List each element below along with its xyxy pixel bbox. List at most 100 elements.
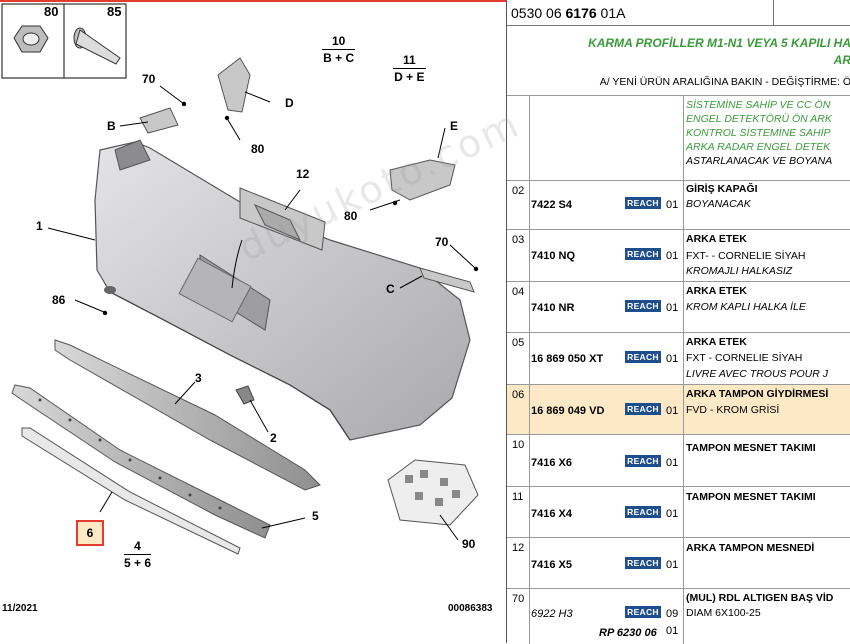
part-number[interactable]: 7422 S4 xyxy=(531,199,572,211)
callout-6-highlighted: 6 xyxy=(76,520,104,546)
part-description: DIAM 6X100-25 xyxy=(686,607,761,619)
quantity: 01 xyxy=(666,457,679,469)
quantity: 01 xyxy=(666,625,679,637)
callout-70-top: 70 xyxy=(142,72,156,86)
quantity: 01 xyxy=(666,302,679,314)
callout-1: 1 xyxy=(36,219,43,233)
part-title: TAMPON MESNET TAKIMI xyxy=(686,491,816,503)
row-index: 11 xyxy=(512,491,524,503)
reach-badge: REACH xyxy=(625,300,661,312)
part-description: FVD - KROM GRİSİ xyxy=(686,404,780,416)
part-number-alt[interactable]: RP 6230 06 xyxy=(599,627,657,639)
section-note: A/ YENİ ÜRÜN ARALIĞINA BAKIN - DEĞİŞTİRM… xyxy=(599,76,850,88)
note-line: ARKA RADAR ENGEL DETEK xyxy=(686,141,831,153)
part-description: FXT - CORNELIE SİYAH xyxy=(686,352,803,364)
callout-85-thumb: 85 xyxy=(107,4,122,19)
row-index: 12 xyxy=(512,542,525,554)
callout-b: B xyxy=(107,119,116,133)
quantity: 01 xyxy=(666,559,679,571)
table-row[interactable]: 12 7416 X5 REACH 01 ARKA TAMPON MESNEDİ xyxy=(507,537,850,589)
note-line: ENGEL DETEKTÖRÜ ÖN ARK xyxy=(686,113,832,125)
parts-table-panel: 0530 06 6176 01A KARMA PROFİLLER M1-N1 V… xyxy=(506,0,850,644)
table-row[interactable]: 70 6922 H3 REACH 09 RP 6230 06 01 (MUL) … xyxy=(507,588,850,644)
part-title: ARKA ETEK xyxy=(686,233,747,245)
part-number[interactable]: 7416 X5 xyxy=(531,559,572,571)
row-index: 70 xyxy=(512,593,525,605)
part-description: LIVRE AVEC TROUS POUR J xyxy=(686,368,828,380)
part-description: FXT- - CORNELIE SİYAH xyxy=(686,250,806,262)
quantity: 09 xyxy=(666,608,679,620)
callout-70-right: 70 xyxy=(435,235,449,249)
table-row-selected[interactable]: 06 16 869 049 VD REACH 01 ARKA TAMPON Gİ… xyxy=(507,384,850,435)
diagram-date: 11/2021 xyxy=(2,603,38,614)
catalog-code: 0530 06 6176 01A xyxy=(511,5,626,21)
part-number[interactable]: 7410 NR xyxy=(531,302,575,314)
note-line: ASTARLANACAK VE BOYANA xyxy=(686,155,833,167)
reach-badge: REACH xyxy=(625,351,661,363)
part-title: ARKA ETEK xyxy=(686,336,747,348)
part-description: KROM KAPLI HALKA İLE xyxy=(686,301,806,313)
bracket-c-drawing xyxy=(419,267,475,293)
reach-badge: REACH xyxy=(625,557,661,569)
nut-icon xyxy=(13,25,49,53)
part-title: GİRİŞ KAPAĞI xyxy=(686,183,758,195)
part-description: BOYANACAK xyxy=(686,198,751,210)
rivet-icon xyxy=(73,27,121,65)
callout-11: 11 D + E xyxy=(393,53,426,84)
callout-3: 3 xyxy=(195,371,202,385)
part-number[interactable]: 7416 X6 xyxy=(531,457,572,469)
row-index: 10 xyxy=(512,439,525,451)
row-index: 05 xyxy=(512,337,525,349)
table-row[interactable]: 03 7410 NQ REACH 01 ARKA ETEK FXT- - COR… xyxy=(507,229,850,282)
section-title: KARMA PROFİLLER M1-N1 VEYA 5 KAPILI HA A… xyxy=(588,36,850,67)
row-index: 06 xyxy=(512,389,525,401)
table-row-notes: SİSTEMİNE SAHİP VE CC ÖN ENGEL DETEKTÖRÜ… xyxy=(507,95,850,181)
table-row[interactable]: 02 7422 S4 REACH 01 GİRİŞ KAPAĞI BOYANAC… xyxy=(507,180,850,230)
quantity: 01 xyxy=(666,508,679,520)
strip-5-drawing xyxy=(11,384,271,539)
note-line: KONTROL SİSTEMİNE SAHİP xyxy=(686,127,831,139)
kit-90-drawing xyxy=(387,459,479,526)
part-title: ARKA TAMPON MESNEDİ xyxy=(686,542,815,554)
bracket-b-drawing xyxy=(139,107,179,134)
row-index: 04 xyxy=(512,286,525,298)
part-number[interactable]: 7410 NQ xyxy=(531,250,576,262)
strip-6-drawing xyxy=(21,427,241,555)
callout-90: 90 xyxy=(462,537,476,551)
part-title: (MUL) RDL ALTIGEN BAŞ VİD xyxy=(686,592,834,604)
table-row[interactable]: 05 16 869 050 XT REACH 01 ARKA ETEK FXT … xyxy=(507,332,850,385)
reach-badge: REACH xyxy=(625,606,661,618)
quantity: 01 xyxy=(666,250,679,262)
quantity: 01 xyxy=(666,405,679,417)
part-number[interactable]: 16 869 049 VD xyxy=(531,405,605,417)
callout-d: D xyxy=(285,96,294,110)
parts-diagram: 80 85 10 B + C 11 D + E 70 B D 80 E 12 8… xyxy=(0,0,506,614)
reach-badge: REACH xyxy=(625,248,661,260)
callout-80-thumb: 80 xyxy=(44,4,59,19)
bracket-e-drawing xyxy=(389,159,456,201)
reach-badge: REACH xyxy=(625,403,661,415)
table-row[interactable]: 11 7416 X4 REACH 01 TAMPON MESNET TAKIMI xyxy=(507,486,850,538)
note-line: SİSTEMİNE SAHİP VE CC ÖN xyxy=(686,99,831,111)
part-number[interactable]: 6922 H3 xyxy=(531,608,573,620)
table-row[interactable]: 10 7416 X6 REACH 01 TAMPON MESNET TAKIMI xyxy=(507,434,850,487)
callout-2: 2 xyxy=(270,431,277,445)
reach-badge: REACH xyxy=(625,506,661,518)
table-row[interactable]: 04 7410 NR REACH 01 ARKA ETEK KROM KAPLI… xyxy=(507,281,850,333)
callout-80-right: 80 xyxy=(344,209,358,223)
quantity: 01 xyxy=(666,353,679,365)
quantity: 01 xyxy=(666,199,679,211)
callout-c: C xyxy=(386,282,395,296)
row-index: 02 xyxy=(512,185,525,197)
part-number[interactable]: 7416 X4 xyxy=(531,508,572,520)
part-description: KROMAJLI HALKASIZ xyxy=(686,265,793,277)
part-title: ARKA TAMPON GİYDİRMESİ xyxy=(686,388,829,400)
strip-3-drawing xyxy=(54,339,321,491)
callout-86: 86 xyxy=(52,293,66,307)
callout-5: 5 xyxy=(312,509,319,523)
callout-80-mid: 80 xyxy=(251,142,265,156)
part-number[interactable]: 16 869 050 XT xyxy=(531,353,604,365)
header-row: 0530 06 6176 01A xyxy=(507,0,850,26)
callout-12: 12 xyxy=(296,167,310,181)
bracket-d-drawing xyxy=(217,57,251,113)
